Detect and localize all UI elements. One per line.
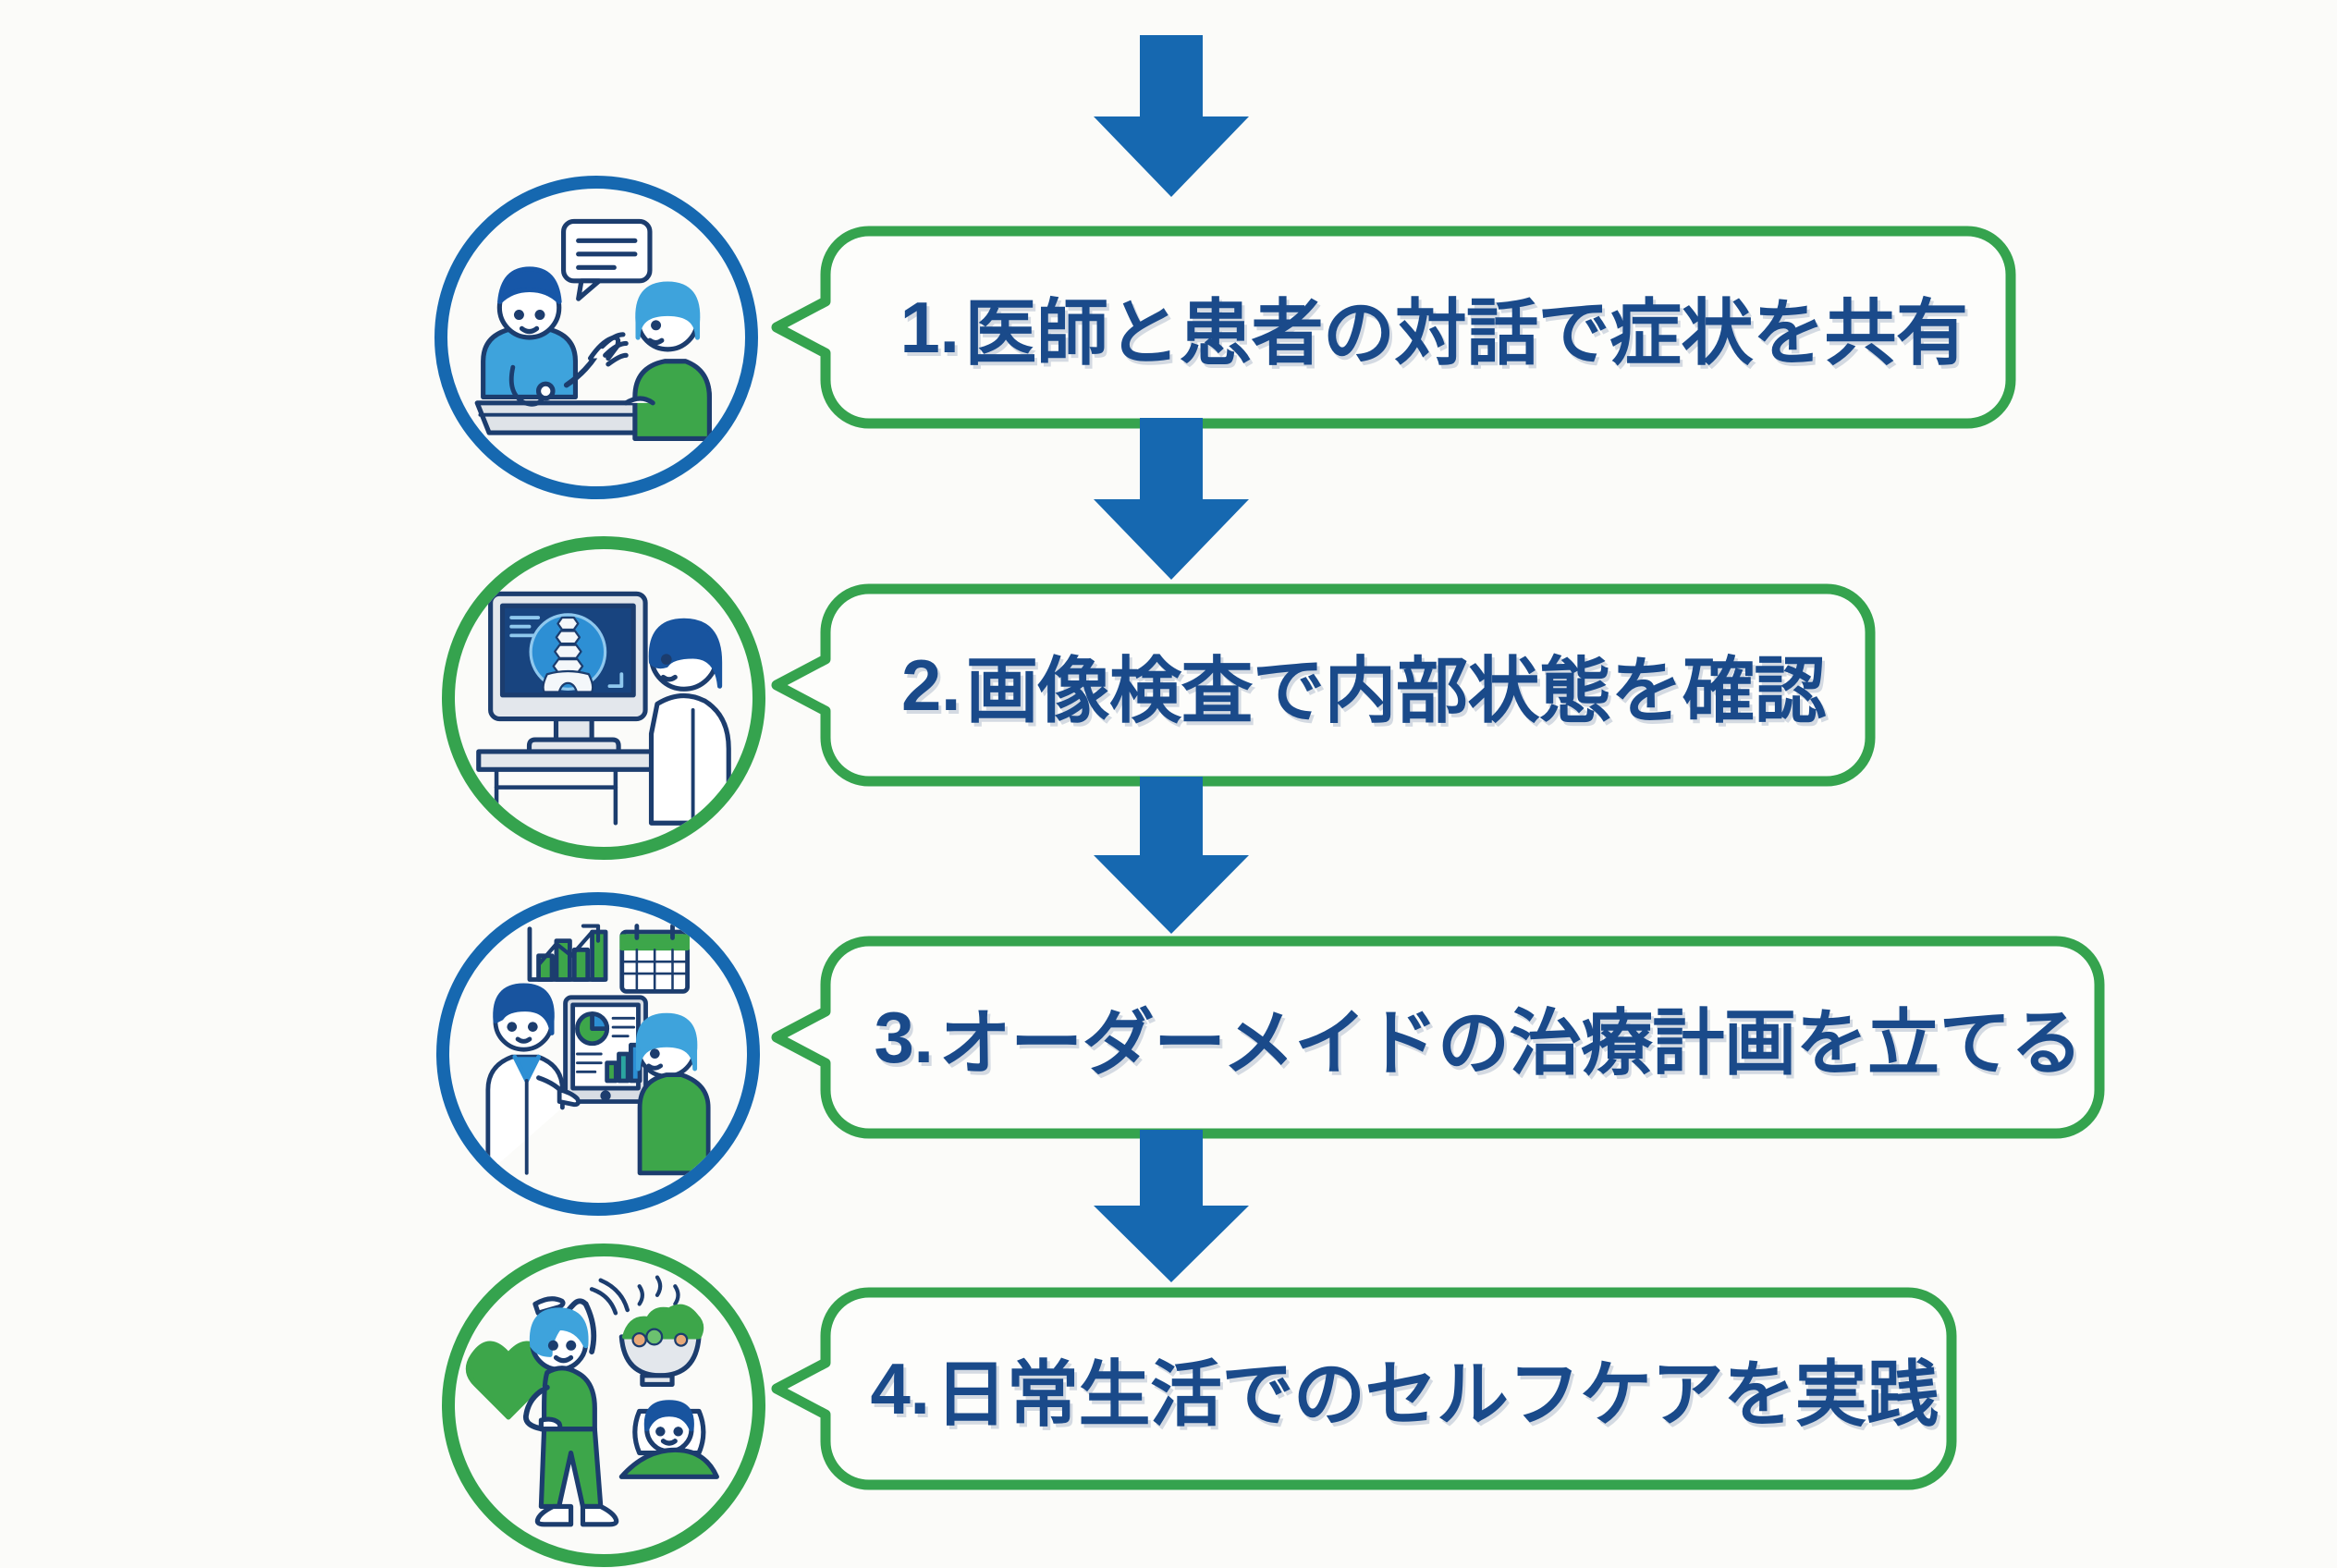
self-care-lifestyle-icon (465, 1275, 719, 1527)
step-1-callout[interactable]: 1. 医師と患者の対話で症状を共有 (821, 227, 2015, 428)
arrow-step-1-to-step-2 (1094, 418, 1249, 580)
step-4-icon-circle (442, 1243, 765, 1567)
step-3-callout[interactable]: 3. オーダーメイドの治療計画を立てる (821, 937, 2104, 1138)
step-4-callout-frame (821, 1288, 1956, 1489)
step-1-callout-frame (821, 227, 2015, 428)
arrow-step-2-to-step-3 (1094, 777, 1249, 934)
step-2-callout-frame (821, 584, 1875, 786)
arrow-step-3-to-step-4 (1094, 1130, 1249, 1282)
step-1-icon-circle (434, 176, 758, 499)
imaging-scan-monitor-icon (476, 591, 731, 826)
step-3-callout-frame (821, 937, 2104, 1138)
step-3-icon-circle (436, 892, 760, 1216)
arrow-top-to-step-1 (1094, 35, 1249, 197)
doctor-patient-conversation-icon (474, 218, 712, 442)
step-2-icon-circle (442, 536, 765, 860)
treatment-plan-tablet-icon (485, 924, 711, 1176)
step-2-callout[interactable]: 2. 画像検査で内部状態を確認 (821, 584, 1875, 786)
step-4-callout[interactable]: 4. 日常生活でのセルフケアを実践 (821, 1288, 1956, 1489)
